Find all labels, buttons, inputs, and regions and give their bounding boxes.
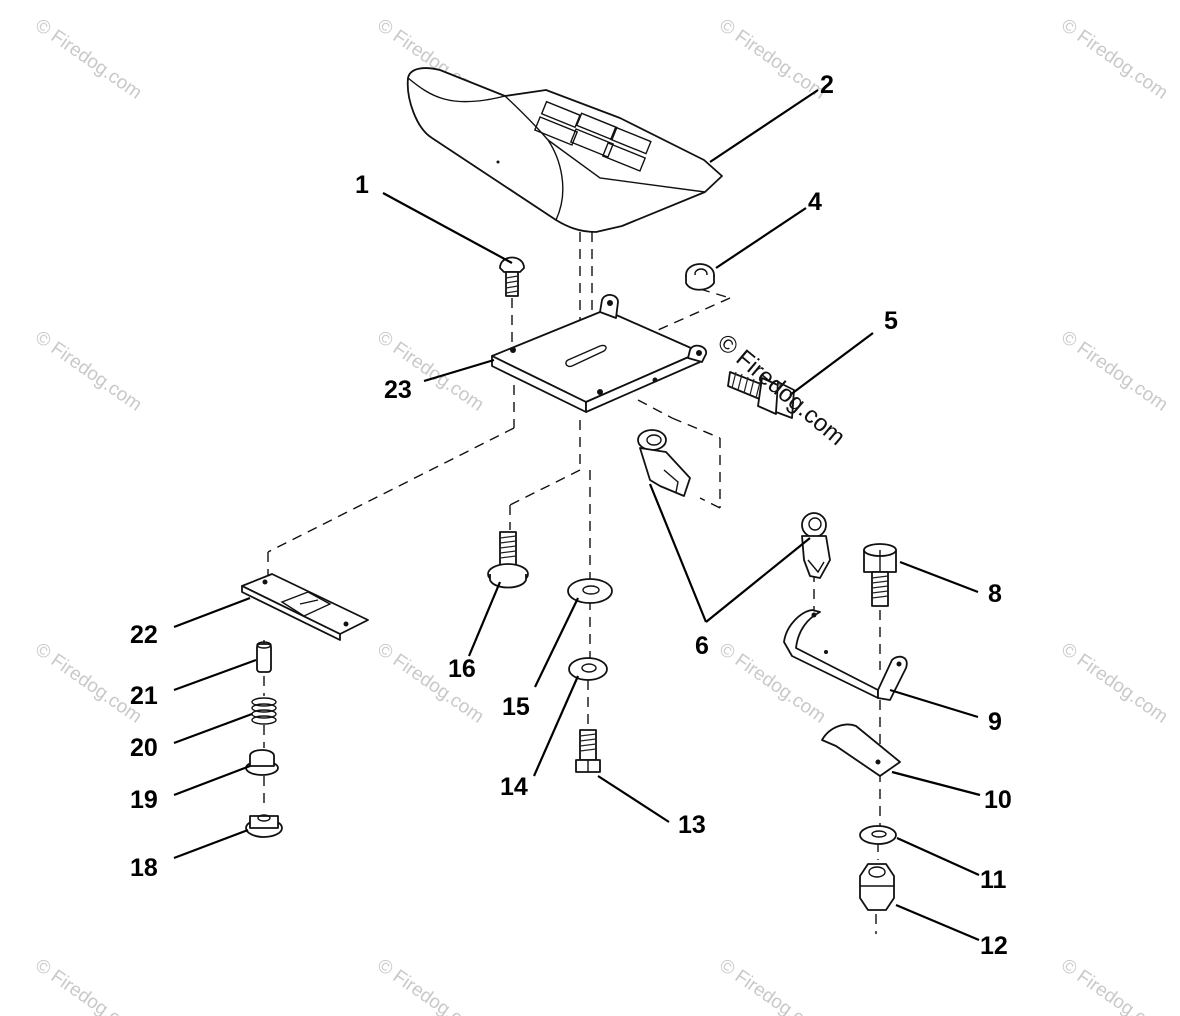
callout-20: 20 xyxy=(130,734,158,762)
callout-12: 12 xyxy=(980,932,1008,960)
watermark: © Firedog.com xyxy=(31,639,145,728)
carriage-bolt-part xyxy=(499,256,525,297)
callout-8: 8 xyxy=(988,580,1002,608)
watermark-main: © Firedog.com xyxy=(712,329,850,451)
clip-plate-part xyxy=(821,723,901,777)
watermark: © Firedog.com xyxy=(31,327,145,416)
watermark: © Firedog.com xyxy=(1057,955,1171,1016)
flange-nut-part xyxy=(245,814,283,838)
watermark: © Firedog.com xyxy=(715,639,829,728)
spacer-part xyxy=(245,749,279,776)
watermark: © Firedog.com xyxy=(373,955,487,1016)
cable-clip-part xyxy=(637,429,831,579)
callout-13: 13 xyxy=(678,811,706,839)
hex-bolt-small-part xyxy=(575,729,601,773)
watermark: © Firedog.com xyxy=(31,955,145,1016)
watermark: © Firedog.com xyxy=(715,955,829,1016)
callout-5: 5 xyxy=(884,307,898,335)
callout-9: 9 xyxy=(988,708,1002,736)
callout-22: 22 xyxy=(130,621,158,649)
callout-2: 2 xyxy=(820,71,834,99)
callout-15: 15 xyxy=(502,693,530,721)
watermark: © Firedog.com xyxy=(1057,15,1171,104)
washer-part xyxy=(859,825,897,845)
flange-bolt-part xyxy=(487,531,529,589)
callout-18: 18 xyxy=(130,854,158,882)
mounting-bracket-part xyxy=(783,609,908,701)
lock-washer-part xyxy=(568,657,608,681)
callout-10: 10 xyxy=(984,786,1012,814)
callout-6: 6 xyxy=(695,632,709,660)
watermark: © Firedog.com xyxy=(715,15,829,104)
callout-labels: 1 2 4 5 6 8 9 10 11 12 13 14 15 16 18 19… xyxy=(130,71,1012,960)
callout-23: 23 xyxy=(384,376,412,404)
watermark: © Firedog.com xyxy=(1057,639,1171,728)
callout-11: 11 xyxy=(980,866,1007,894)
hex-bolt-large-part xyxy=(863,543,897,607)
latch-bracket-part xyxy=(241,573,369,641)
watermark: © Firedog.com xyxy=(31,15,145,104)
callout-19: 19 xyxy=(130,786,158,814)
lock-nut-part xyxy=(859,863,895,911)
spring-part xyxy=(251,697,277,725)
seat-part xyxy=(406,67,723,233)
leader-lines xyxy=(173,89,981,942)
callout-1: 1 xyxy=(355,171,369,199)
shoulder-bolt-part xyxy=(727,371,795,419)
nut-part xyxy=(685,263,715,291)
callout-16: 16 xyxy=(448,655,476,683)
callout-21: 21 xyxy=(130,682,158,710)
watermark: © Firedog.com xyxy=(1057,327,1171,416)
callout-4: 4 xyxy=(808,188,822,216)
flat-washer-part xyxy=(567,578,613,604)
pin-part xyxy=(256,641,272,673)
callout-14: 14 xyxy=(500,773,528,801)
seat-plate-part xyxy=(491,294,707,413)
